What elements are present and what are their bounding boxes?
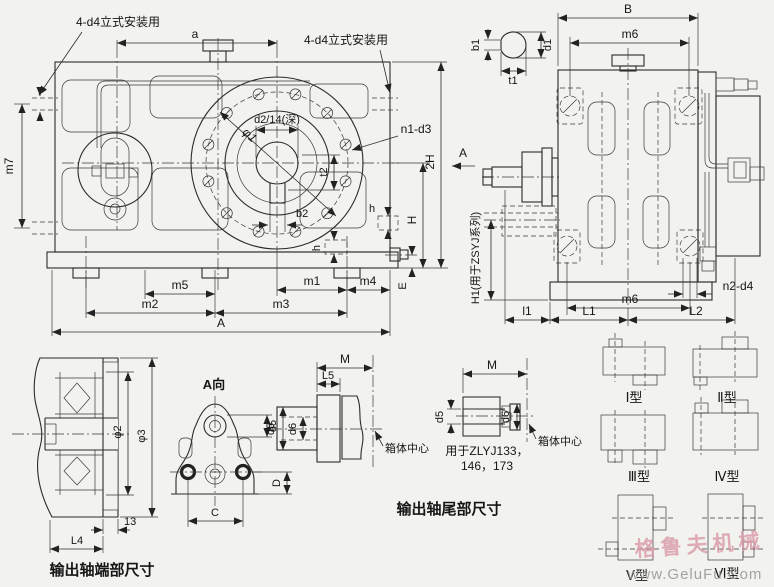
dim-h-lower: h [311,245,323,251]
left-mount-stub [32,87,58,235]
dim-h1: H1(用于ZSYJ系列) [468,212,482,304]
variant-4: Ⅳ型 [692,395,759,484]
dim-a-total: A [217,316,225,330]
dim-m6-bottom: m6 [622,292,639,306]
mount-label-left: 4-d4立式安装用 [76,14,160,29]
dim-M-flange: M [340,352,350,366]
variant-3: Ⅲ型 [600,410,666,484]
shaft-end-caption: 输出轴端部尺寸 [49,561,154,579]
dim-d2: d2/14(深) [254,113,300,126]
dim-t1: t1 [508,75,517,87]
dim-2h: 2H [423,154,437,169]
dim-L4: L4 [71,535,83,547]
type-variants: Ⅰ型 Ⅱ型 Ⅲ型 Ⅳ型 Ⅴ型 Ⅵ型 [598,331,763,583]
dim-m4: m4 [360,274,377,288]
dim-d6-sleeve: d6 [500,411,512,423]
tail-detail-sleeve: M d5 d6 箱体中心 用于ZLYJ133， 146，173 [434,358,582,473]
dim-m1: m1 [304,274,321,288]
side-pipe-assembly [697,71,765,283]
dim-m5: m5 [172,278,189,292]
dim-D: D [271,479,283,487]
dim-C: C [211,507,219,519]
tail-caption: 输出轴尾部尺寸 [396,500,501,518]
dim-t2: t2 [318,167,330,176]
dim-L2: L2 [689,304,703,318]
bearing-bottom [55,450,103,495]
variant-6-label: Ⅵ型 [715,566,740,581]
dim-b: B [624,2,632,16]
sleeve-note-line1: 用于ZLYJ133， [445,444,528,458]
dim-M-sleeve: M [487,358,497,372]
dim-d6-flange: d6 [287,423,299,435]
tail-detail-flange: M L5 d5 d6 箱体中心 [265,352,429,470]
dim-l1-small: l1 [522,304,532,318]
box-center-label-1: 箱体中心 [385,441,429,455]
dim-b2: b2 [296,208,308,220]
dim-h-total: H [405,216,419,225]
watermark-site: www.GeluFu.Com [627,566,763,583]
variant-4-label: Ⅳ型 [715,469,740,484]
variant-5-label: Ⅴ型 [626,568,648,583]
dim-phi3: φ3 [136,429,148,442]
input-cover [77,132,153,221]
key-section-detail: b1 d1 t1 [470,29,554,87]
watermark-brand: 格鲁夫机械 [634,529,765,562]
dim-e: E [397,282,409,289]
input-shaft [482,147,559,207]
front-view: m7 4-d4立式安装用 4-d4立式安装用 a d2/14(深) φ1 t2 … [2,14,448,336]
dim-d5-flange: d5 [265,423,277,435]
bearing-top [55,372,103,418]
dim-L5: L5 [322,370,334,382]
dim-b1: b1 [470,39,482,51]
dim-L1: L1 [582,304,596,318]
variant-2-label: Ⅱ型 [717,390,736,405]
dim-m6-top: m6 [622,27,639,41]
mount-label-right: 4-d4立式安装用 [304,32,388,47]
dim-h-upper: h [369,203,375,215]
dim-m2: m2 [142,297,159,311]
variant-5: Ⅴ型 [598,494,674,583]
a-view-title: A向 [203,377,225,392]
dim-d1: d1 [542,39,554,51]
output-flange [190,76,364,250]
dim-m7: m7 [2,157,16,174]
dim-a: a [192,27,199,41]
variant-1: Ⅰ型 [602,333,666,405]
dim-phi2: φ2 [112,425,124,438]
dim-m3: m3 [273,297,290,311]
mount-bolt-holes [553,87,704,264]
variant-3-label: Ⅲ型 [628,469,650,484]
box-center-label-2: 箱体中心 [538,434,582,448]
oil-pipe [96,80,310,148]
variant-6: Ⅵ型 [702,493,763,581]
variant-2: Ⅱ型 [692,331,758,405]
watermark: 格鲁夫机械 www.GeluFu.Com [627,529,766,583]
dim-d5-sleeve: d5 [434,411,446,423]
dim-n1-d3: n1-d3 [401,122,432,136]
output-stub [385,247,420,262]
side-view: B m6 A H1(用于ZSYJ系列) m6 n2-d4 l1 L1 L2 [452,2,765,326]
sleeve-note-line2: 146，173 [461,459,513,473]
variant-1-label: Ⅰ型 [626,390,643,405]
shaft-end-section: φ2 φ3 13 L4 输出轴端部尺寸 [12,357,158,579]
view-direction-a: A [459,146,467,160]
a-direction-view: A向 d5 D C [170,377,292,527]
dim-13: 13 [124,516,136,528]
dim-n2-d4: n2-d4 [723,279,754,293]
